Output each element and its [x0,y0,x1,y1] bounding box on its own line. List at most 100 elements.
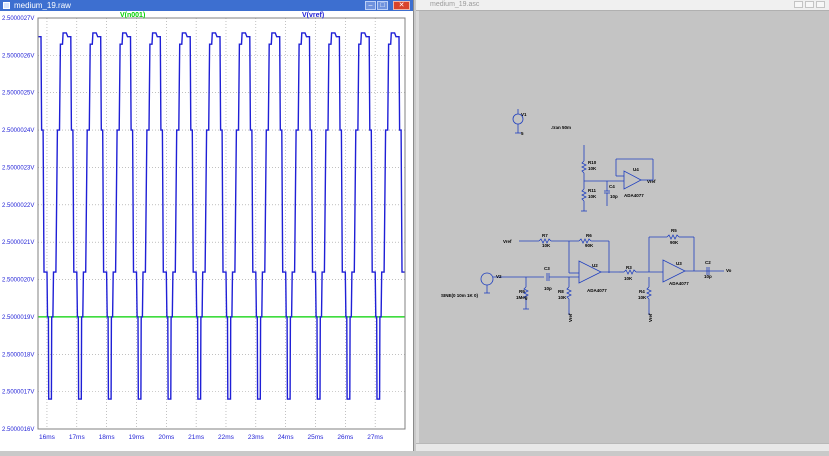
c4-ref-label: C4 [609,184,615,189]
schematic-window-title: medium_19.asc [430,1,480,8]
net-label-vref-top: Vref [647,179,656,184]
r7-resistor[interactable] [538,238,552,244]
x-tick-label: 18ms [99,434,116,441]
r9-resistor[interactable] [523,286,529,300]
r10-ref-label: R10 [588,160,597,165]
c3-ref-label: C3 [544,266,550,271]
trace-label-vn001[interactable]: V(n001) [120,12,146,19]
c2-value-label: 10p [704,274,712,279]
schematic-drawing[interactable]: V1 5 .tran 50m R10 10K R11 10K C4 10p U4… [419,11,829,444]
u2-opamp[interactable] [578,260,602,284]
x-tick-label: 22ms [218,434,235,441]
y-tick-label: 2.5000024V [2,128,34,134]
x-tick-label: 17ms [69,434,86,441]
u3-opamp[interactable] [662,259,686,283]
close-icon: ✕ [398,2,405,9]
plot-frame [37,17,406,430]
x-tick-label: 21ms [188,434,205,441]
schematic-minimize-button[interactable] [794,1,803,8]
v1-value-label: 5 [521,131,524,136]
x-tick-label: 25ms [308,434,325,441]
v2-ref-label: V2 [496,274,502,279]
close-button[interactable]: ✕ [393,1,410,10]
minimize-icon: – [368,2,373,9]
v1-ref-label: V1 [521,112,527,117]
u4-ref-label: U4 [633,167,639,172]
y-tick-label: 2.5000018V [2,352,34,358]
u2-ref-label: U2 [592,263,598,268]
schematic-close-button[interactable] [816,1,825,8]
u3-value-label: ADA4077 [669,281,689,286]
y-tick-label: 2.5000026V [2,53,34,59]
r4-ref-label: R4 [639,289,645,294]
y-tick-label: 2.5000027V [2,16,34,22]
waveform-plot[interactable]: 2.5000016V2.5000017V2.5000018V2.5000019V… [0,11,413,451]
r9-ref-label: R9 [519,289,525,294]
r5-resistor[interactable] [666,234,680,240]
r9-value-label: 1Meg [516,295,528,300]
waveform-window-title: medium_19.raw [14,1,71,10]
r5-ref-label: R5 [671,228,677,233]
net-label-vref: Vref [503,239,512,244]
r11-ref-label: R11 [588,188,597,193]
r11-resistor[interactable] [581,188,587,202]
r10-resistor[interactable] [581,160,587,174]
series-vref-line [38,32,405,400]
maximize-button[interactable]: □ [377,1,388,10]
r4-value-label: 10K [638,295,647,300]
schematic-canvas[interactable]: V1 5 .tran 50m R10 10K R11 10K C4 10p U4… [419,11,829,444]
r8-resistor[interactable] [566,286,572,300]
y-tick-label: 2.5000021V [2,240,34,246]
y-tick-label: 2.5000020V [2,278,34,284]
schematic-status-bar [416,443,829,451]
y-tick-label: 2.5000016V [2,427,34,433]
c3-value-label: 10p [544,286,552,291]
y-tick-label: 2.5000017V [2,390,34,396]
r11-value-label: 10K [588,194,597,199]
v2-value-label: SINE(0 10m 1K 0) [441,293,479,298]
schematic-maximize-button[interactable] [805,1,814,8]
waveform-window: medium_19.raw – □ ✕ 2.5000016V 2.5000017V… [0,0,414,451]
waveform-titlebar[interactable]: medium_19.raw – □ ✕ [0,0,413,11]
net-label-vref-bot1: Vref [568,313,573,322]
v2-source-symbol[interactable] [480,272,494,286]
c4-value-label: 10p [610,194,618,199]
schematic-window: medium_19.asc [416,0,829,451]
waveform-app-icon [3,2,10,9]
u3-ref-label: U3 [676,261,682,266]
tran-directive[interactable]: .tran 50m [551,125,571,130]
x-tick-label: 27ms [367,434,384,441]
x-tick-label: 19ms [129,434,146,441]
r6-resistor[interactable] [578,238,592,244]
r3-ref-label: R3 [626,265,632,270]
y-tick-label: 2.5000023V [2,165,34,171]
x-tick-label: 24ms [278,434,295,441]
x-axis-ticks: 16ms 17ms 18ms 19ms 20ms 21ms 22ms 23ms 24ms 25ms… [39,434,384,441]
y-axis-ticks: 2.5000016V2.5000017V2.5000018V2.5000019V… [2,16,34,433]
x-tick-label: 16ms [39,434,56,441]
c2-ref-label: C2 [705,260,711,265]
schematic-titlebar[interactable]: medium_19.asc [416,0,829,11]
r5-value-label: 90K [670,240,679,245]
trace-label-vref[interactable]: V(vref) [302,12,325,19]
r8-ref-label: R8 [558,289,564,294]
r7-ref-label: R7 [542,233,548,238]
r6-ref-label: R6 [586,233,592,238]
u2-value-label: ADA4077 [587,288,607,293]
x-tick-label: 26ms [337,434,354,441]
r3-value-label: 10K [624,276,633,281]
r7-value-label: 10K [542,243,551,248]
u4-value-label: ADA4077 [624,193,644,198]
u4-opamp[interactable] [623,170,642,190]
r10-value-label: 10K [588,166,597,171]
r4-resistor[interactable] [646,286,652,300]
r3-resistor[interactable] [623,269,637,275]
plot-series [38,32,405,400]
x-tick-label: 23ms [248,434,265,441]
minimize-button[interactable]: – [365,1,376,10]
r6-value-label: 90K [585,243,594,248]
maximize-icon: □ [380,2,385,9]
x-tick-label: 20ms [158,434,175,441]
net-label-vo: Vo [726,268,732,273]
